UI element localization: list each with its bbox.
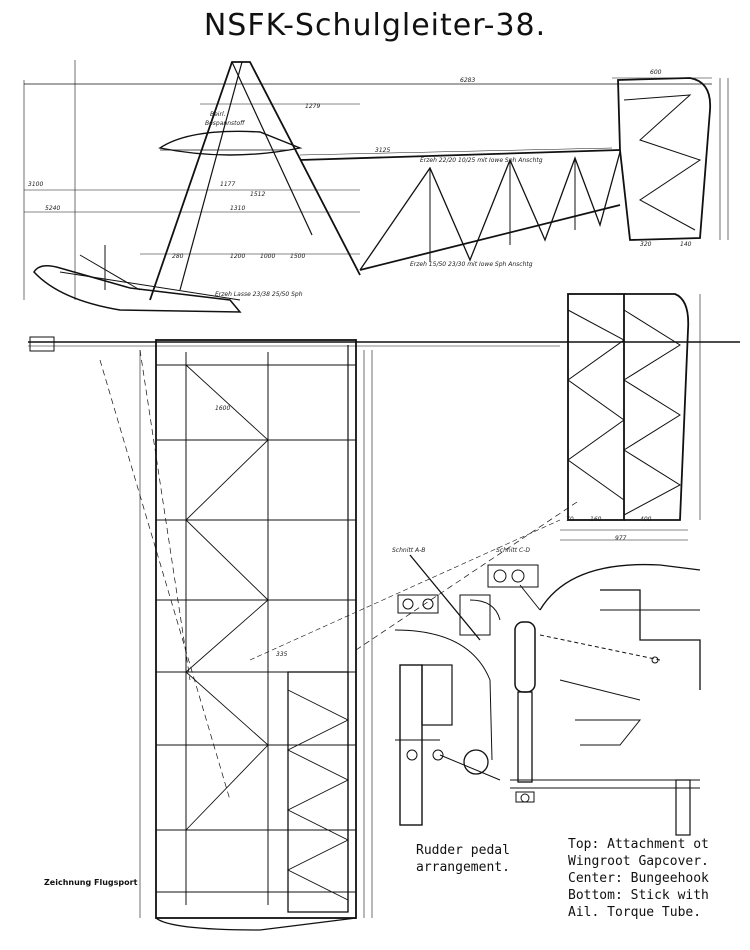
- svg-text:1600: 1600: [215, 405, 230, 412]
- svg-text:1279: 1279: [305, 103, 320, 110]
- svg-text:600: 600: [650, 69, 662, 76]
- svg-text:1000: 1000: [260, 253, 275, 260]
- gapcover-detail: [539, 563, 701, 746]
- svg-text:1512: 1512: [250, 191, 265, 198]
- drawing-credit: Zeichnung Flugsport: [44, 878, 138, 887]
- svg-text:6283: 6283: [460, 77, 475, 84]
- svg-text:320: 320: [640, 241, 652, 248]
- rudder-pedal-caption: Rudder pedal arrangement.: [416, 842, 510, 876]
- svg-text:1310: 1310: [230, 205, 245, 212]
- notes-line: Top: Attachment ot: [568, 837, 709, 852]
- svg-text:Erzeh 22/20 10/25 mit Iowe Sph: Erzeh 22/20 10/25 mit Iowe Sph Anschtg: [420, 157, 543, 164]
- svg-text:Bespannstoff: Bespannstoff: [205, 120, 245, 127]
- svg-text:Schnitt A-B: Schnitt A-B: [392, 547, 425, 554]
- notes-line: Center: Bungeehook: [568, 871, 709, 886]
- svg-text:140: 140: [680, 241, 692, 248]
- svg-text:Erzeh 15/50 23/30 mit Iowe Sph: Erzeh 15/50 23/30 mit Iowe Sph Anschtg: [410, 261, 533, 268]
- notes-line: Bottom: Stick with: [568, 888, 709, 903]
- svg-text:Beirl.: Beirl.: [210, 111, 226, 118]
- notes-line: Wingroot Gapcover.: [568, 854, 709, 869]
- detail-notes-caption: Top: Attachment ot Wingroot Gapcover. Ce…: [568, 836, 709, 921]
- svg-text:977: 977: [615, 535, 627, 542]
- svg-text:3125: 3125: [375, 147, 390, 154]
- tailplane-view: [560, 293, 701, 541]
- svg-text:160: 160: [590, 516, 602, 523]
- rudder-pedal-detail: [394, 554, 541, 826]
- svg-text:Schnitt C-D: Schnitt C-D: [496, 547, 530, 554]
- wing-plan-view: [99, 339, 581, 931]
- side-view: [23, 60, 729, 313]
- svg-text:280: 280: [172, 253, 184, 260]
- svg-text:1200: 1200: [230, 253, 245, 260]
- notes-line: Ail. Torque Tube.: [568, 905, 702, 920]
- svg-text:400: 400: [640, 516, 652, 523]
- dimension-labels: 6283 600 1279 3125 1177 1512 1310 3100 5…: [28, 69, 692, 658]
- svg-text:Erzeh Lasse 23/38 25/50 Sph: Erzeh Lasse 23/38 25/50 Sph: [215, 291, 303, 298]
- rudder-caption-line: Rudder pedal: [416, 843, 510, 858]
- stick-detail: [510, 621, 700, 836]
- svg-text:5240: 5240: [45, 205, 60, 212]
- svg-text:1177: 1177: [220, 181, 235, 188]
- svg-text:70: 70: [566, 516, 574, 523]
- svg-text:1500: 1500: [290, 253, 305, 260]
- drawing-title: NSFK-Schulgleiter-38.: [203, 8, 547, 43]
- svg-text:3100: 3100: [28, 181, 43, 188]
- svg-text:335: 335: [276, 651, 288, 658]
- rudder-caption-line: arrangement.: [416, 860, 510, 875]
